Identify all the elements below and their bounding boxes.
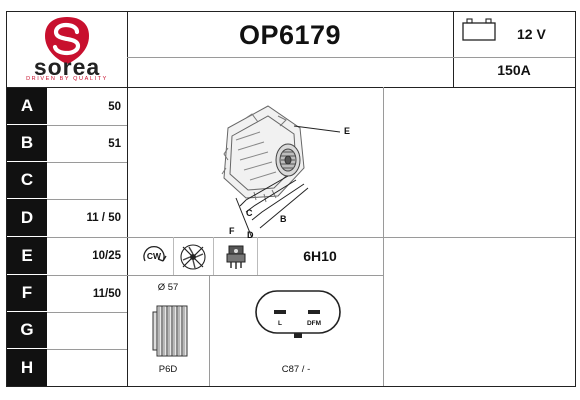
connector-code: C87 / - [281,364,311,375]
row-separator [47,237,127,238]
grid-line [383,87,384,386]
logo-area: sorea DRIVEN BY QUALITY [7,12,127,87]
label-d: D [247,230,254,240]
battery-icon [462,18,496,41]
regulator-icon [226,245,246,269]
alternator-icon [221,105,341,239]
spec-divider [453,12,454,87]
row-separator [47,199,127,200]
brand-tagline: DRIVEN BY QUALITY [26,76,108,82]
row-separator [47,312,127,313]
spec-divider [213,237,214,275]
fan-spec [177,242,209,272]
regulator-code: 6H10 [303,248,337,264]
rotation-label: CW [146,251,162,261]
header-divider [7,87,575,88]
row-letter-b: B [7,125,47,162]
pulley-diameter: Ø 57 [157,282,179,293]
logo-divider [127,12,128,386]
brand-name: sorea [33,54,101,80]
alternator-diagram: E C B F D [128,88,383,240]
amperage-value: 150A [497,62,531,78]
row-separator [47,349,127,350]
row-separator [47,162,127,163]
label-e: E [344,126,351,136]
datasheet: sorea DRIVEN BY QUALITY OP6179 12 V 150A… [6,11,576,387]
row-letter-g: G [7,312,47,349]
label-b: B [280,214,287,224]
row-value-g [47,312,127,349]
connector-drawing: L DFM [255,289,341,349]
row-value-c [47,162,127,199]
title-underline [127,57,575,58]
rotation-spec: CW [139,243,169,269]
spec-divider [257,237,258,275]
row-letter-h: H [7,349,47,386]
battery-spec: 12 V [453,12,575,57]
row-letter-d: D [7,199,47,237]
spec-divider [173,237,174,275]
label-f: F [229,226,235,236]
pulley-drawing [149,304,189,360]
row-separator [47,275,127,276]
connector-label-l: L [278,320,282,327]
row-letter-e: E [7,237,47,275]
row-value-h [47,349,127,386]
row-value-b: 51 [108,137,121,150]
row-value-a: 50 [108,100,121,113]
connector-icon [255,290,341,338]
row-separator [47,125,127,126]
clockwise-rotation-icon [143,245,167,262]
row-value-d: 11 / 50 [86,212,121,224]
voltage-value: 12 V [517,26,546,42]
no-fan-icon [180,244,206,270]
pulley-type: P6D [158,364,178,375]
pulley-icon [152,305,188,357]
grid-line [209,275,210,386]
grid-line [127,237,575,238]
connector-label-dfm: DFM [306,320,322,327]
regulator-spec [223,242,251,272]
part-number: OP6179 [238,20,342,50]
grid-line [127,275,383,276]
sorea-logo-icon [45,17,89,64]
row-letter-a: A [7,88,47,125]
row-value-f: 11/50 [92,287,121,300]
row-letter-f: F [7,275,47,312]
label-c: C [246,208,253,218]
row-letter-c: C [7,162,47,199]
row-value-e: 10/25 [92,250,121,262]
